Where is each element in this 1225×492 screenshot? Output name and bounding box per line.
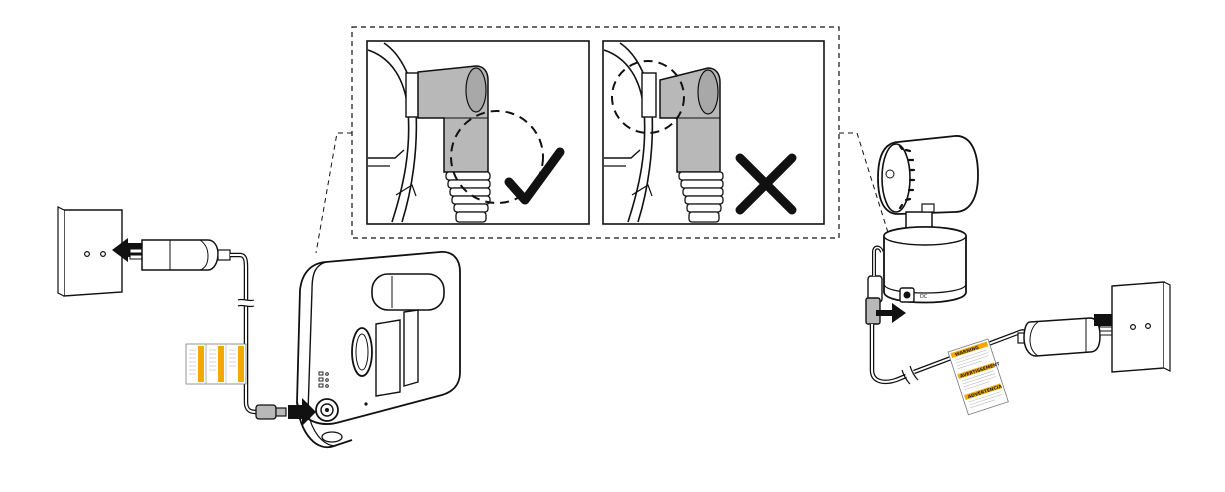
detail-inset: [315, 26, 896, 256]
checkmark-icon: [504, 147, 565, 205]
camera-vent-slots: [898, 144, 916, 210]
parent-monitor: [296, 251, 461, 449]
left-callout-leader: [315, 132, 352, 254]
camera-insert-arrow: [876, 303, 906, 323]
baby-camera: DC: [877, 135, 979, 304]
left-power-cable: [230, 252, 287, 420]
incorrect-connection-panel: [602, 40, 825, 225]
right-wall-outlet: [1111, 281, 1171, 373]
correct-connection-panel: [366, 40, 590, 225]
right-callout-leader: [839, 132, 896, 256]
highlight-circle: [611, 60, 685, 134]
monitor-insert-arrow: [288, 398, 316, 426]
left-power-adapter: [129, 239, 231, 271]
right-power-adapter: [1017, 317, 1113, 357]
highlight-circle: [450, 110, 544, 204]
left-warning-tag: [185, 343, 247, 385]
left-wall-outlet: [57, 206, 123, 297]
camera-port-label: DC: [920, 294, 928, 300]
right-warning-tag: WARNING AVERTISSEMENT ADVERTENCIA: [947, 338, 1009, 416]
x-mark-icon: [735, 153, 797, 215]
